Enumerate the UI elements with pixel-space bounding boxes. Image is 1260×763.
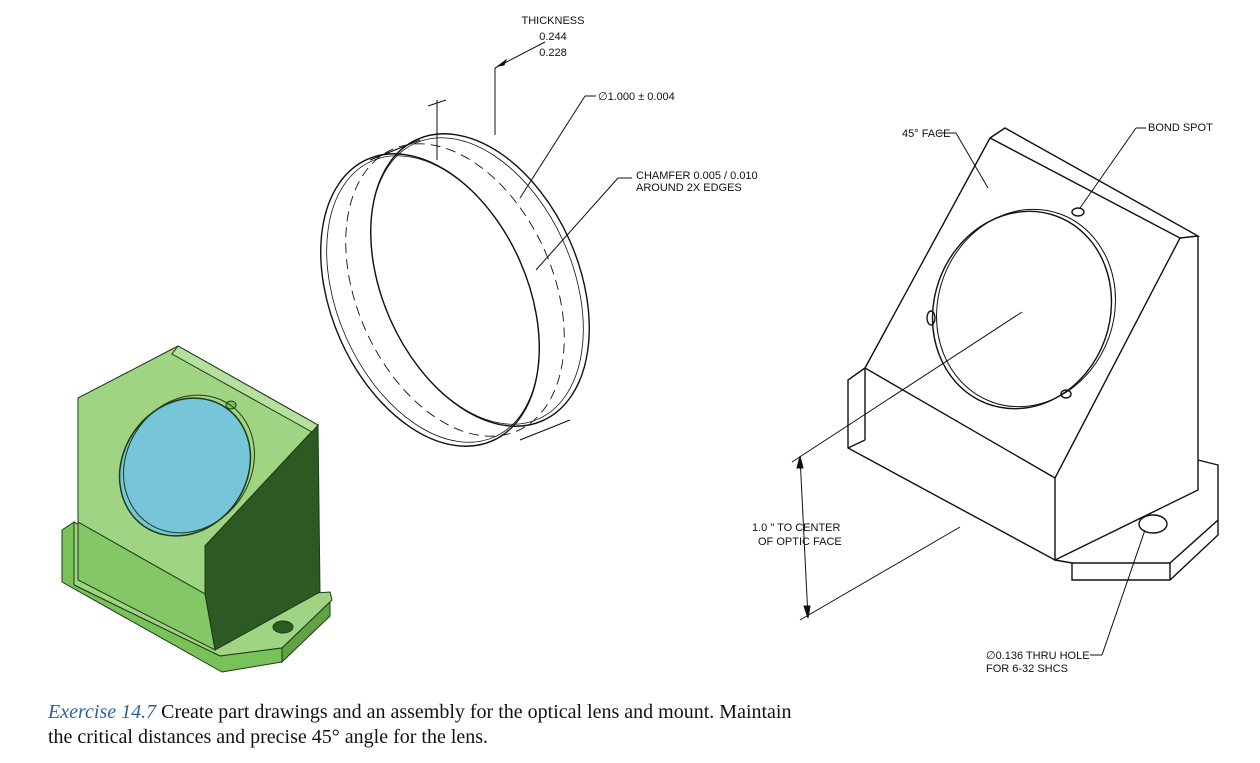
dimension-extension-lower: [799, 526, 961, 621]
lens-front-face: [320, 153, 540, 447]
mount-hole: [272, 620, 294, 634]
lens-front-chamfer: [326, 155, 540, 443]
mount-lens-outline: [931, 210, 1113, 410]
diameter-label: ∅1.000 ± 0.004: [598, 91, 675, 103]
dimension-line: [799, 455, 809, 619]
center-label-1: 1.0 " TO CENTER: [752, 522, 841, 534]
mount-base-side: [281, 600, 331, 664]
thickness-title: THICKNESS: [522, 15, 585, 27]
mount-45-face: [864, 137, 1181, 479]
thickness-max: 0.244: [539, 31, 567, 43]
chamfer-label-2: AROUND 2X EDGES: [636, 182, 742, 194]
lens-drawing: [320, 133, 590, 447]
mount-drawing: [847, 127, 1219, 581]
face-45-label: 45° FACE: [902, 128, 950, 140]
center-label-2: OF OPTIC FACE: [758, 536, 842, 548]
mount-lens-rim: [936, 208, 1116, 408]
caption-text: Create part drawings and an assembly for…: [48, 701, 792, 748]
lens-back-chamfer: [370, 137, 584, 425]
assembly-render: [61, 345, 333, 673]
figure-caption: Exercise 14.7 Create part drawings and a…: [48, 700, 808, 750]
hole-label-1: ∅0.136 THRU HOLE: [986, 650, 1090, 662]
mount-hole-outline: [1138, 514, 1168, 534]
lens-leaders: [427, 41, 632, 271]
chamfer-label-1: CHAMFER 0.005 / 0.010: [636, 170, 758, 182]
lens-shaded: [118, 397, 252, 537]
bond-spot-label: BOND SPOT: [1148, 122, 1213, 134]
bond-spot-outline: [1071, 207, 1085, 217]
thickness-min: 0.228: [539, 47, 567, 59]
exercise-number: Exercise 14.7: [48, 701, 157, 723]
lens-rim: [123, 394, 255, 534]
dimension-extension-upper: [791, 311, 1023, 463]
mount-lower-front: [77, 521, 216, 651]
mount-top-ridge: [171, 345, 319, 433]
mount-leaders: [791, 127, 1146, 656]
hole-label-2: FOR 6-32 SHCS: [986, 663, 1068, 675]
lens-hidden-line: [345, 143, 565, 437]
lens-back-face: [370, 133, 590, 427]
